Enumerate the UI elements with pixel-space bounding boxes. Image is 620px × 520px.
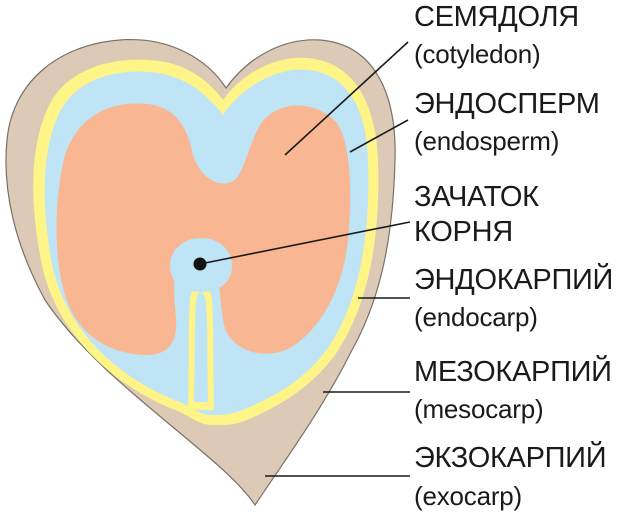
label-radicle-ru-line2: КОРНЯ	[414, 216, 513, 248]
label-endocarp-en: (endocarp)	[414, 302, 538, 332]
label-exocarp-en: (exocarp)	[414, 481, 522, 511]
label-cotyledon-en: (cotyledon)	[414, 39, 540, 69]
label-mesocarp-ru: МЕЗОКАРПИЙ	[414, 354, 612, 388]
label-endosperm-en: (endosperm)	[414, 126, 559, 156]
leader-endosperm	[349, 119, 409, 153]
embryo-groove-inner	[194, 292, 208, 402]
leader-radicle	[199, 221, 411, 265]
label-exocarp-ru: ЭКЗОКАРПИЙ	[414, 440, 606, 474]
label-endocarp-ru: ЭНДОКАРПИЙ	[414, 262, 613, 296]
cotyledon	[56, 103, 351, 355]
leader-cotyledon	[284, 41, 409, 156]
label-radicle-ru-line1: ЗАЧАТОК	[414, 181, 539, 213]
label-endosperm-ru: ЭНДОСПЕРМ	[414, 88, 600, 120]
label-mesocarp-en: (mesocarp)	[414, 394, 543, 424]
label-cotyledon-ru: СЕМЯДОЛЯ	[414, 1, 579, 33]
